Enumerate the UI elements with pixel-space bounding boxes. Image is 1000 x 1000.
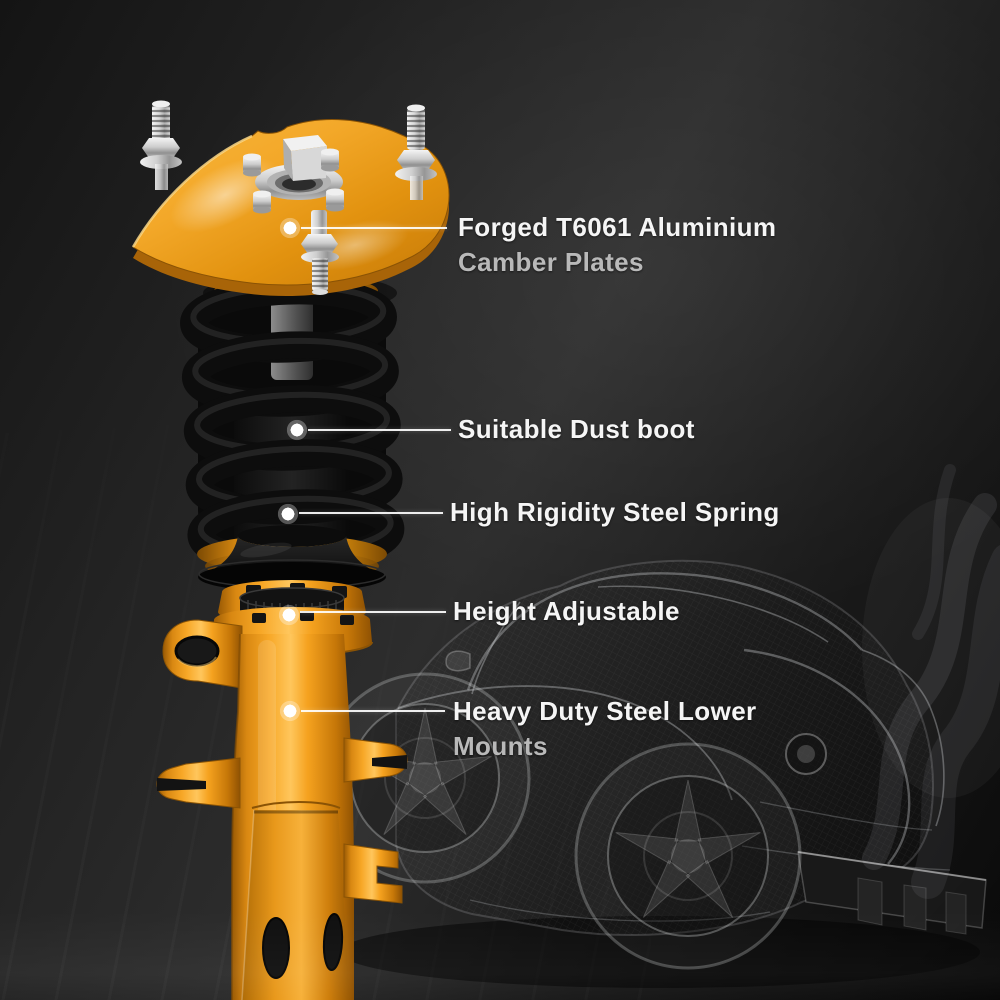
product-hero: Forged T6061 Aluminium Camber Plates Sui… [0,0,1000,1000]
vignette [0,0,1000,1000]
